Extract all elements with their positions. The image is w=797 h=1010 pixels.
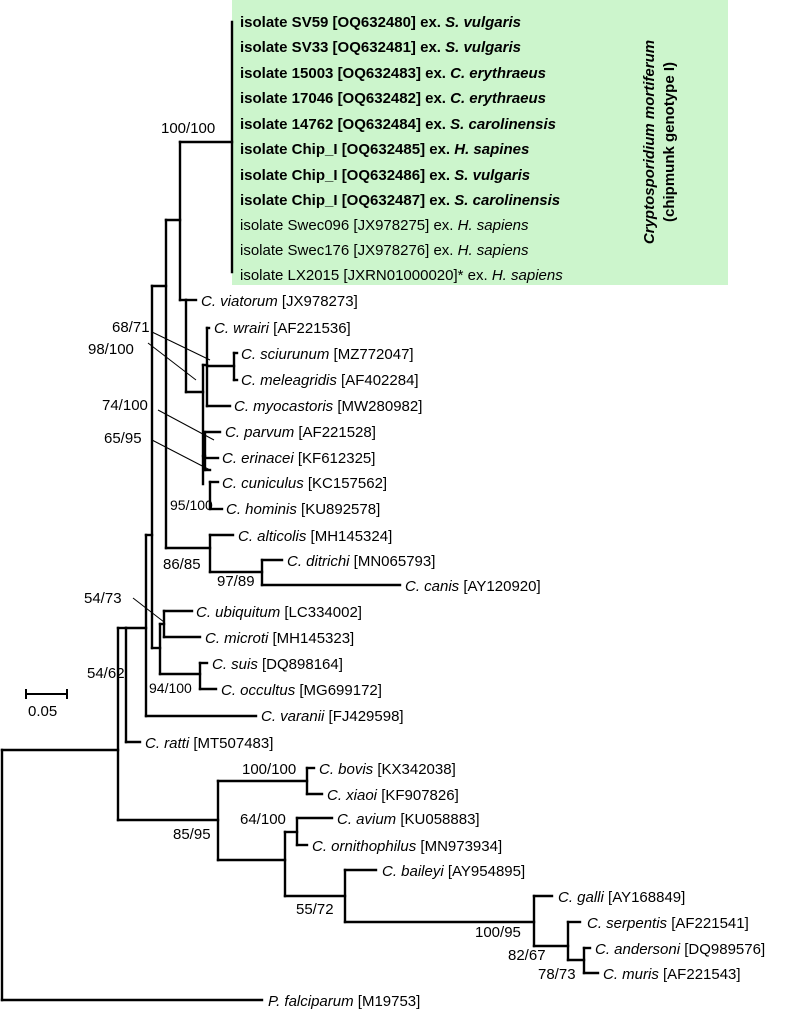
taxon-baileyi: C. baileyi [AY954895] — [382, 863, 525, 880]
taxon-andersoni: C. andersoni [DQ989576] — [595, 941, 765, 958]
support-leaders — [132, 331, 215, 623]
taxon-lx2015: isolate LX2015 [JXRN01000020]* ex. H. sa… — [240, 267, 563, 284]
leader-erinacei — [151, 439, 211, 471]
taxon-cuniculus: C. cuniculus [KC157562] — [222, 475, 387, 492]
support-erinacei: 65/95 — [104, 430, 142, 447]
taxon-varanii: C. varanii [FJ429598] — [261, 708, 404, 725]
taxon-microti: C. microti [MH145323] — [205, 630, 354, 647]
taxon-galli: C. galli [AY168849] — [558, 889, 685, 906]
taxon-sv33: isolate SV33 [OQ632481] ex. S. vulgaris — [240, 39, 521, 56]
taxon-myocastoris: C. myocastoris [MW280982] — [234, 398, 422, 415]
taxon-17046: isolate 17046 [OQ632482] ex. C. erythrae… — [240, 90, 546, 107]
leader-wrairi — [151, 331, 211, 361]
scale-bar-label: 0.05 — [28, 703, 57, 720]
support-avium: 64/100 — [240, 811, 286, 828]
taxon-bovis: C. bovis [KX342038] — [319, 761, 456, 778]
taxon-parvum: C. parvum [AF221528] — [225, 424, 376, 441]
taxon-canis: C. canis [AY120920] — [405, 578, 541, 595]
taxon-swec096: isolate Swec096 [JX978275] ex. H. sapien… — [240, 217, 529, 234]
support-meleagridis: 98/100 — [88, 341, 134, 358]
taxon-muris: C. muris [AF221543] — [603, 966, 741, 983]
leader-meleagridis — [147, 342, 197, 381]
support-bovis: 100/100 — [242, 761, 296, 778]
support-galli: 100/95 — [475, 924, 521, 941]
support-serpentis: 82/67 — [508, 947, 546, 964]
taxon-alticolis: C. alticolis [MH145324] — [238, 528, 392, 545]
taxon-serpentis: C. serpentis [AF221541] — [587, 915, 749, 932]
taxon-ubiquitum: C. ubiquitum [LC334002] — [196, 604, 362, 621]
taxon-avium: C. avium [KU058883] — [337, 811, 480, 828]
taxon-wrairi: C. wrairi [AF221536] — [214, 320, 351, 337]
support-hominis: 95/100 — [170, 497, 213, 513]
clade-highlight-box — [232, 0, 728, 285]
leader-ubiquitum — [132, 597, 165, 623]
taxon-swec176: isolate Swec176 [JX978276] ex. H. sapien… — [240, 242, 529, 259]
taxon-ratti: C. ratti [MT507483] — [145, 735, 273, 752]
taxon-chip-485: isolate Chip_I [OQ632485] ex. H. sapines — [240, 141, 529, 158]
support-muris: 78/73 — [538, 966, 576, 983]
support-ubiquitum: 54/73 — [84, 590, 122, 607]
leader-parvum — [157, 409, 215, 441]
taxon-falciparum: P. falciparum [M19753] — [268, 993, 420, 1010]
taxon-ornithophilus: C. ornithophilus [MN973934] — [312, 838, 502, 855]
support-gastric: 85/95 — [173, 826, 211, 843]
support-wrairi: 68/71 — [112, 319, 150, 336]
taxon-15003: isolate 15003 [OQ632483] ex. C. erythrae… — [240, 65, 546, 82]
support-mortiferum: 100/100 — [161, 120, 215, 137]
taxon-sciurunum: C. sciurunum [MZ772047] — [241, 346, 414, 363]
taxon-erinacei: C. erinacei [KF612325] — [222, 450, 375, 467]
support-values: 100/100 68/71 98/100 74/100 65/95 95/100… — [84, 120, 576, 983]
taxon-chip-487: isolate Chip_I [OQ632487] ex. S. carolin… — [240, 192, 560, 209]
taxon-ditrichi: C. ditrichi [MN065793] — [287, 553, 435, 570]
taxon-meleagridis: C. meleagridis [AF402284] — [241, 372, 419, 389]
taxon-xiaoi: C. xiaoi [KF907826] — [327, 787, 459, 804]
taxon-hominis: C. hominis [KU892578] — [226, 501, 380, 518]
support-baileyi: 55/72 — [296, 901, 334, 918]
scale-bar: 0.05 — [25, 689, 68, 720]
taxon-suis: C. suis [DQ898164] — [212, 656, 343, 673]
clade-label: Cryptosporidium mortiferum (chipmunk gen… — [641, 40, 678, 244]
taxon-14762: isolate 14762 [OQ632484] ex. S. caroline… — [240, 116, 556, 133]
taxon-viatorum: C. viatorum [JX978273] — [201, 293, 358, 310]
species-taxa: C. viatorum [JX978273] C. wrairi [AF2215… — [145, 293, 765, 1010]
taxon-occultus: C. occultus [MG699172] — [221, 682, 382, 699]
clade-label-line2: (chipmunk genotype I) — [661, 62, 678, 222]
support-alticolis: 86/85 — [163, 556, 201, 573]
taxon-sv59: isolate SV59 [OQ632480] ex. S. vulgaris — [240, 14, 521, 31]
support-ratti: 54/62 — [87, 665, 125, 682]
mortiferum-taxa: isolate SV59 [OQ632480] ex. S. vulgaris … — [240, 14, 563, 284]
clade-label-line1: Cryptosporidium mortiferum — [641, 40, 658, 244]
taxon-chip-486: isolate Chip_I [OQ632486] ex. S. vulgari… — [240, 167, 530, 184]
support-occultus: 94/100 — [149, 680, 192, 696]
support-ditrichi: 97/89 — [217, 573, 255, 590]
support-parvum: 74/100 — [102, 397, 148, 414]
